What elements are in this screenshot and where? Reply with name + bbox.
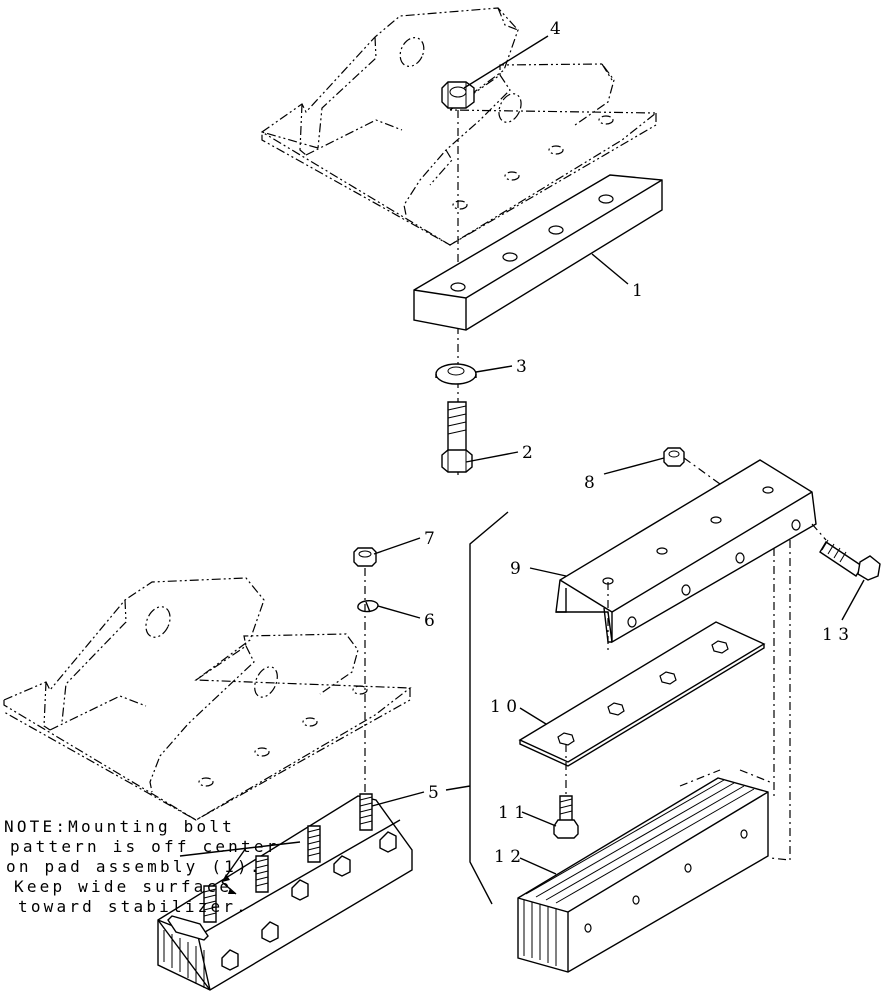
- bolt-part-13: [819, 539, 881, 581]
- callout-2: 2: [522, 443, 533, 463]
- callout-7: 7: [424, 529, 435, 549]
- lock-washer-part-6: [357, 600, 379, 613]
- screw-part-11: [553, 795, 579, 839]
- upper-pad-part-1: [413, 174, 663, 331]
- rubber-pad-part-12: [517, 777, 769, 973]
- washer-part-3: [435, 363, 477, 385]
- callout-8: 8: [584, 473, 595, 493]
- callout-11: 1 1: [498, 803, 525, 823]
- callout-1: 1: [632, 281, 643, 301]
- callout-3: 3: [516, 357, 527, 377]
- hex-plate-part-10: [518, 621, 766, 767]
- note-line-4: Keep wide surface: [14, 877, 232, 896]
- hex-nut-part-7: [353, 547, 377, 567]
- callout-4: 4: [550, 19, 561, 39]
- leader-9: [529, 567, 567, 577]
- callout-13: 1 3: [822, 625, 849, 645]
- leader-2: [465, 451, 519, 463]
- leader-11: [521, 811, 557, 827]
- nut-8-alignment-line: [683, 457, 721, 485]
- callout-6: 6: [424, 611, 435, 631]
- pad-assembly-part-5: [157, 793, 413, 991]
- hex-nut-part-4: [441, 81, 475, 109]
- leader-3: [475, 365, 513, 373]
- note-line-1: NOTE:Mounting bolt: [4, 817, 235, 836]
- callout-9: 9: [510, 559, 521, 579]
- leader-12: [519, 857, 557, 875]
- mounting-note: NOTE:Mounting bolt pattern is off center…: [4, 817, 280, 916]
- leader-6: [377, 605, 421, 619]
- leader-1: [591, 253, 629, 285]
- leader-4: [463, 35, 549, 89]
- leader-8: [603, 457, 665, 475]
- upper-stabilizer-phantom: [260, 7, 658, 246]
- note-line-2: pattern is off center: [10, 837, 280, 856]
- leader-13: [841, 579, 865, 621]
- bolt-part-2: [441, 401, 473, 473]
- channel-bracket-part-9: [555, 459, 817, 644]
- callout-10: 1 0: [490, 697, 517, 717]
- leader-10: [519, 707, 547, 725]
- callout-12: 1 2: [494, 847, 521, 867]
- group-bracket: [445, 511, 509, 905]
- leader-7: [373, 537, 421, 555]
- callout-5: 5: [428, 783, 439, 803]
- hex-nut-part-8: [663, 447, 685, 467]
- right-phantom-lines: [607, 523, 827, 861]
- leader-5: [371, 791, 425, 807]
- note-line-3: on pad assembly (1).: [6, 857, 263, 876]
- note-line-5: toward stabilizer.: [18, 897, 249, 916]
- lower-stabilizer-phantom: [3, 577, 412, 821]
- note-leader-arrows: [179, 841, 301, 895]
